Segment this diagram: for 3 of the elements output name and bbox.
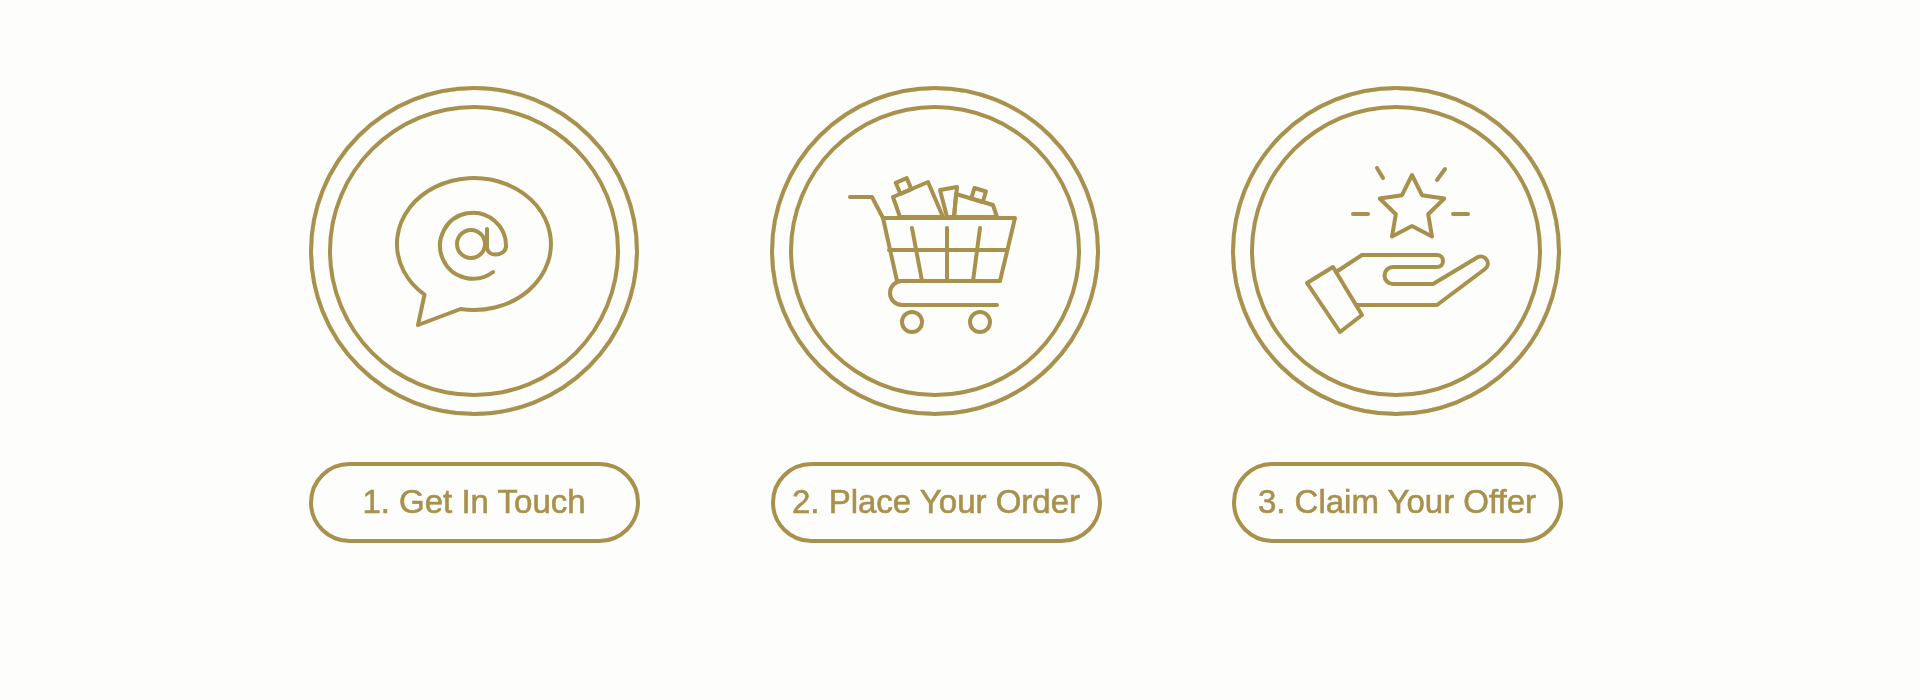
step-label: 3. Claim Your Offer xyxy=(1257,483,1537,521)
step-label: 2. Place Your Order xyxy=(792,483,1080,521)
step-label: 1. Get In Touch xyxy=(362,483,586,521)
